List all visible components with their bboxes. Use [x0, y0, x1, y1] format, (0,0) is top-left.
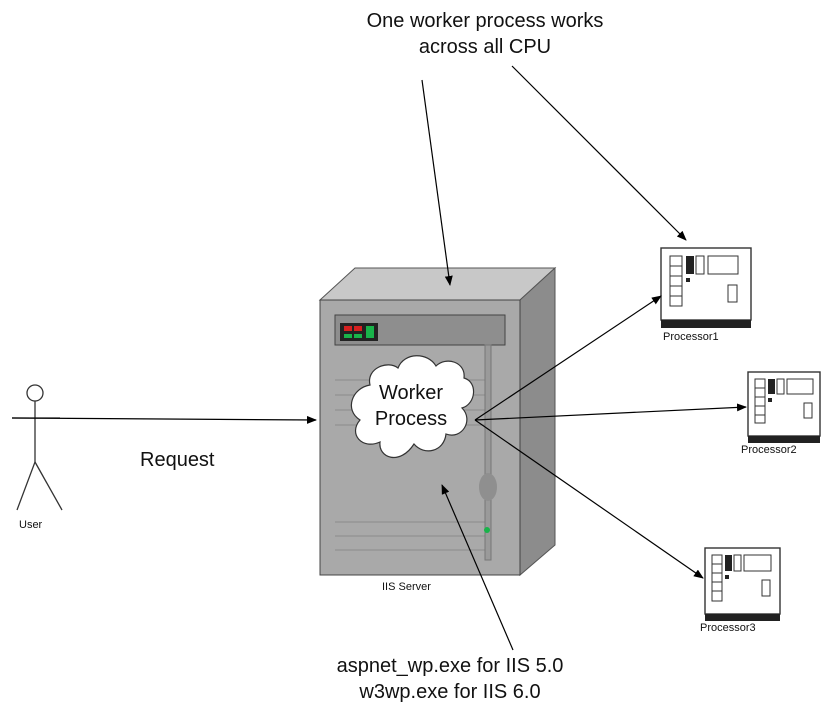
user-label: User — [19, 519, 43, 531]
iis-server-icon — [318, 266, 557, 577]
bottom-annotation-line2: w3wp.exe for IIS 6.0 — [359, 681, 541, 703]
processor1-icon — [660, 247, 752, 328]
top-note-arrow — [421, 79, 453, 286]
worker-process-label: Worker Process — [356, 380, 466, 432]
processor2-icon — [747, 371, 821, 443]
worker-process-line1: Worker — [378, 382, 444, 404]
processor1-label: Processor1 — [663, 331, 719, 343]
user-icon — [12, 384, 63, 511]
cpu-note-arrow — [511, 65, 687, 241]
bottom-annotation-line1: aspnet_wp.exe for IIS 5.0 — [336, 655, 564, 677]
worker-process-line2: Process — [374, 408, 448, 430]
processor1-arrow — [474, 295, 662, 421]
processor3-label: Processor3 — [700, 622, 756, 634]
bottom-note-arrow — [441, 484, 514, 651]
top-annotation: One worker process works across all CPU — [285, 8, 685, 60]
request-arrow — [11, 415, 317, 424]
request-label: Request — [140, 449, 215, 471]
top-annotation-line2: across all CPU — [418, 36, 552, 58]
bottom-annotation: aspnet_wp.exe for IIS 5.0 w3wp.exe for I… — [290, 653, 610, 705]
top-annotation-line1: One worker process works — [366, 10, 604, 32]
worker-process-cloud — [350, 355, 475, 459]
processor2-label: Processor2 — [741, 444, 797, 456]
processor2-arrow — [474, 403, 747, 421]
processor3-icon — [704, 547, 781, 621]
processor3-arrow — [474, 419, 704, 579]
iis-server-label: IIS Server — [382, 581, 431, 593]
